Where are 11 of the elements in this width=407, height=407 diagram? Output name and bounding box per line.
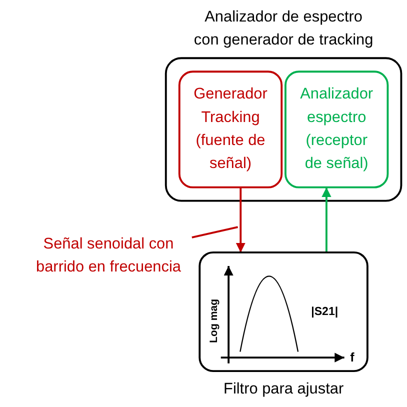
leader-line xyxy=(192,226,238,238)
curve-label: |S21| xyxy=(311,306,338,318)
arrow xyxy=(322,187,332,252)
arrow xyxy=(236,187,246,252)
process-box: Generador Tracking (fuente de señal) xyxy=(178,70,283,188)
node-label: Filtro para ajustar xyxy=(224,380,344,398)
axis-label: f xyxy=(350,350,354,365)
axis-label: Log mag xyxy=(208,298,220,343)
process-box: Analizador espectro (receptor de señal) xyxy=(284,70,389,188)
node-label: Analizador de espectro con generador de tracking xyxy=(194,8,374,48)
annotation-text: Señal senoidal con barrido en frecuencia xyxy=(36,236,181,276)
